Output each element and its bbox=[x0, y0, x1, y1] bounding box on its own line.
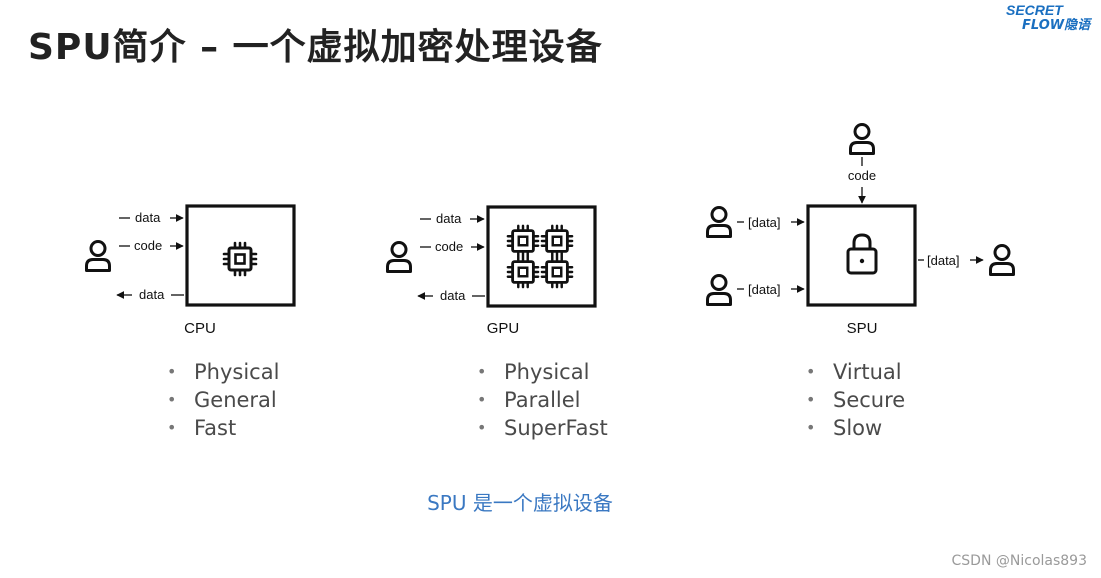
cpu-feature-list: •Physical •General •Fast bbox=[167, 358, 279, 442]
secretflow-logo: SECRET FLOW隐语 bbox=[1006, 2, 1092, 32]
spu-label: SPU bbox=[847, 320, 878, 337]
gpu-input-data-label: data bbox=[436, 211, 462, 226]
page-title: SPU简介 – 一个虚拟加密处理设备 bbox=[28, 27, 603, 68]
gpu-output-data-label: data bbox=[440, 288, 466, 303]
list-item: •Physical bbox=[477, 360, 590, 384]
lock-icon bbox=[846, 233, 878, 275]
spu-feature-list: •Virtual •Secure •Slow bbox=[806, 358, 905, 442]
person-icon bbox=[849, 123, 875, 155]
list-item: •Virtual bbox=[806, 360, 902, 384]
list-item: •SuperFast bbox=[477, 416, 608, 440]
feature-text: Fast bbox=[194, 416, 237, 440]
spu-box bbox=[806, 204, 917, 307]
cpu-label: CPU bbox=[184, 320, 216, 337]
spu-code-label: code bbox=[848, 168, 876, 183]
feature-text: Slow bbox=[833, 416, 883, 440]
logo-line2: FLOW隐语 bbox=[1022, 17, 1092, 32]
person-icon bbox=[706, 206, 732, 238]
caption: SPU 是一个虚拟设备 bbox=[427, 491, 613, 515]
feature-text: Physical bbox=[504, 360, 590, 384]
feature-text: Secure bbox=[833, 388, 906, 412]
feature-text: SuperFast bbox=[504, 416, 608, 440]
cpu-input-code-label: code bbox=[134, 238, 162, 253]
spu-output-label: [data] bbox=[927, 253, 960, 268]
person-icon bbox=[85, 240, 111, 272]
spu-group: code [data] [data] [data] SPU bbox=[706, 123, 1015, 337]
spu-input-top-label: [data] bbox=[748, 215, 781, 230]
gpu-input-code-label: code bbox=[435, 239, 463, 254]
cpu-input-data-label: data bbox=[135, 210, 161, 225]
gpu-label: GPU bbox=[487, 320, 520, 337]
list-item: •Secure bbox=[806, 388, 906, 412]
feature-text: Virtual bbox=[833, 360, 902, 384]
list-item: •Fast bbox=[167, 416, 237, 440]
person-icon bbox=[706, 274, 732, 306]
watermark: CSDN @Nicolas893 bbox=[951, 553, 1087, 569]
gpu-feature-list: •Physical •Parallel •SuperFast bbox=[477, 358, 608, 442]
list-item: •Physical bbox=[167, 360, 280, 384]
spu-input-bottom-label: [data] bbox=[748, 282, 781, 297]
list-item: •General bbox=[167, 388, 277, 412]
list-item: •Parallel bbox=[477, 388, 581, 412]
person-icon bbox=[989, 244, 1015, 276]
feature-text: Physical bbox=[194, 360, 280, 384]
logo-line1: SECRET bbox=[1006, 2, 1064, 18]
gpu-group: data code data GPU bbox=[386, 205, 597, 337]
feature-text: General bbox=[194, 388, 277, 412]
feature-text: Parallel bbox=[504, 388, 581, 412]
cpu-output-data-label: data bbox=[139, 287, 165, 302]
cpu-group: data code data CPU bbox=[85, 204, 296, 337]
list-item: •Slow bbox=[806, 416, 883, 440]
gpu-box bbox=[486, 205, 597, 308]
person-icon bbox=[386, 241, 412, 273]
